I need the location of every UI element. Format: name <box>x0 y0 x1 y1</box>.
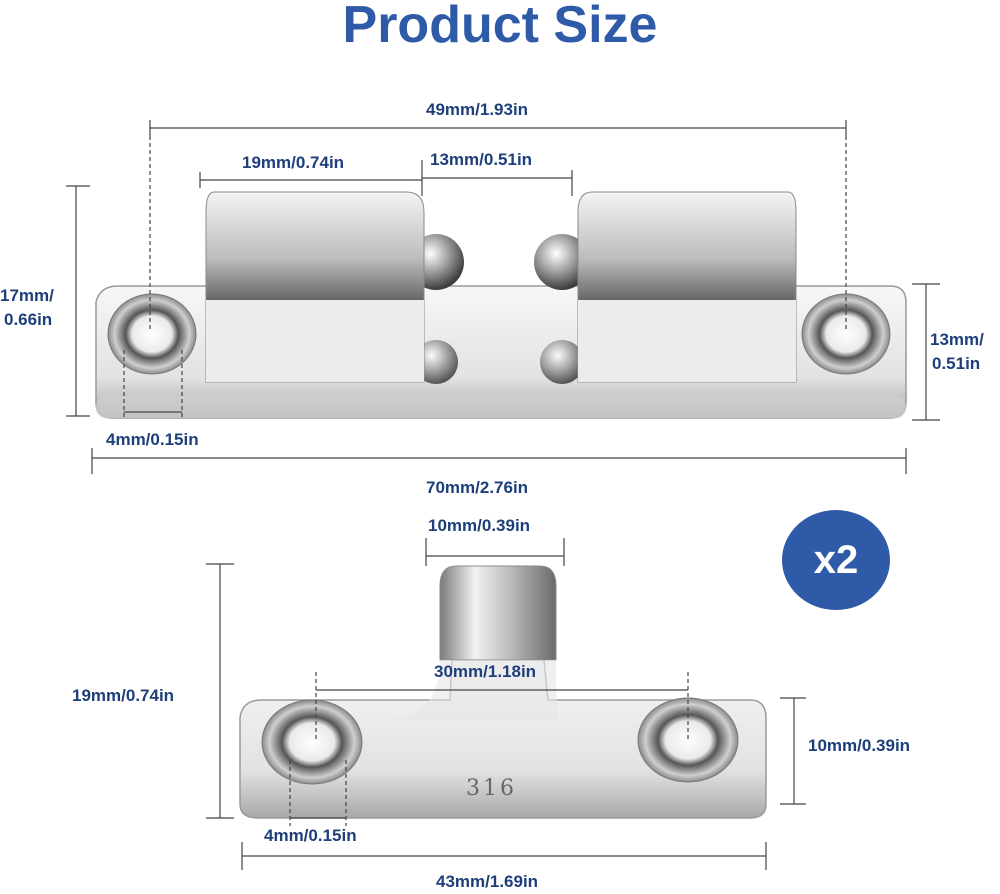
top-gap-width-label: 13mm/0.51in <box>430 150 533 169</box>
bottom-hole-span-label: 30mm/1.18in <box>434 662 537 681</box>
top-block-width-label: 19mm/0.74in <box>242 153 345 172</box>
top-hole-span-label: 49mm/1.93in <box>426 100 529 119</box>
bottom-dimension-lines <box>206 538 806 870</box>
page-title: Product Size <box>342 0 658 54</box>
top-base-height-label-1: 13mm/ <box>930 330 984 349</box>
top-total-height-label-1: 17mm/ <box>0 286 54 305</box>
top-total-height-label-2: 0.66in <box>4 310 53 329</box>
top-total-length-label: 70mm/2.76in <box>426 478 529 497</box>
top-hole-diameter-label: 4mm/0.15in <box>106 430 199 449</box>
bottom-total-height-label: 19mm/0.74in <box>72 686 175 705</box>
bottom-post-width-label: 10mm/0.39in <box>428 516 531 535</box>
bottom-base-height-label: 10mm/0.39in <box>808 736 911 755</box>
top-base-height-label-2: 0.51in <box>932 354 981 373</box>
bottom-hole-diameter-label: 4mm/0.15in <box>264 826 357 845</box>
top-dimension-lines <box>66 120 940 474</box>
quantity-badge: x2 <box>782 510 890 610</box>
material-stamp: 316 <box>466 776 517 801</box>
top-latch-image <box>95 191 907 419</box>
bottom-total-length-label: 43mm/1.69in <box>436 872 539 891</box>
